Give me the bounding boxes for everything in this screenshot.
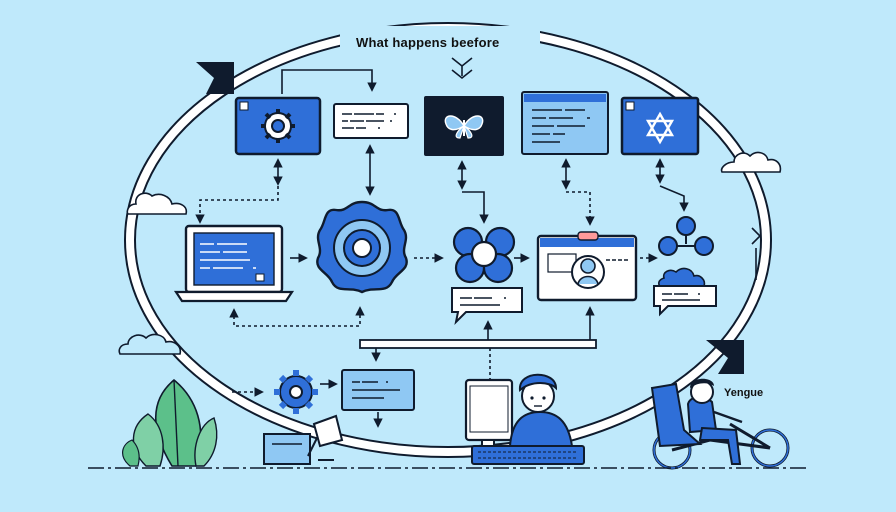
speech-bubble-icon	[654, 286, 716, 314]
text-card-icon	[334, 104, 408, 138]
keyboard-icon	[472, 446, 584, 464]
vertical-connectors	[200, 146, 684, 224]
text-card-icon	[342, 370, 414, 410]
cloud-icon	[722, 153, 781, 172]
cloud-icon	[659, 269, 705, 286]
document-icon	[522, 92, 608, 154]
top-connectors	[282, 58, 472, 94]
person-label: Yengue	[724, 387, 763, 399]
gear-icon	[261, 109, 295, 143]
plant-icon	[123, 380, 217, 466]
person-at-desk	[510, 375, 572, 446]
star-card	[622, 98, 698, 154]
diagram-title: What happens beefore	[356, 35, 499, 50]
laptop-icon	[176, 226, 292, 301]
network-icon	[659, 217, 713, 255]
flower-gear-icon	[317, 202, 406, 292]
flower-icon	[454, 228, 514, 282]
flag-icon	[196, 62, 234, 94]
speech-bubble-icon	[452, 288, 522, 322]
browser-window-icon	[538, 232, 636, 300]
gear-icon	[274, 370, 318, 414]
computer-monitor-icon	[466, 380, 512, 452]
butterfly-card	[424, 96, 504, 156]
gear-card	[236, 98, 320, 154]
